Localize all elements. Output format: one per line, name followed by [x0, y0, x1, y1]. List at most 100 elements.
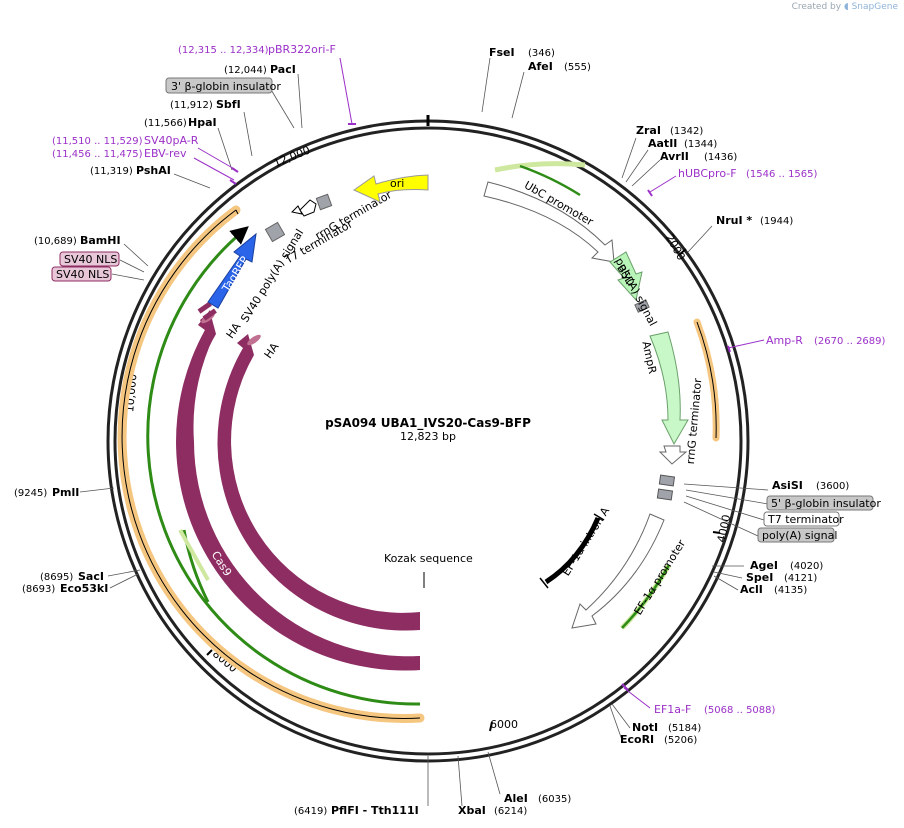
site-pmli[interactable]: PmlI — [52, 486, 79, 499]
sv40-polya-box[interactable] — [264, 221, 286, 243]
primer-hubcpro[interactable]: hUBCpro-F — [678, 167, 737, 180]
leader-lines — [79, 57, 769, 807]
insulator-box-2[interactable] — [656, 488, 674, 501]
insulator-box-1[interactable] — [658, 474, 676, 487]
site-saci-pos: (8695) — [40, 572, 73, 583]
site-acli-pos: (4135) — [774, 585, 807, 596]
site-pmli-pos: (9245) — [14, 488, 47, 499]
site-nrui-pos: (1944) — [760, 216, 793, 227]
site-pshai[interactable]: PshAI — [136, 164, 171, 177]
site-ecori-pos: (5206) — [664, 735, 697, 746]
ubc-promoter-feature[interactable] — [483, 181, 615, 263]
site-fsei[interactable]: FseI — [489, 46, 515, 59]
snapgene-credit: Created by ◖ SnapGene — [792, 2, 898, 12]
ori-feature[interactable] — [353, 174, 429, 203]
site-pflfi[interactable]: PflFI - Tth111I — [331, 804, 419, 817]
site-spei-pos: (4121) — [784, 573, 817, 584]
ha-label-2: HA — [262, 340, 282, 361]
sv40-nls-mark-1[interactable] — [197, 301, 212, 314]
kozak-label: Kozak sequence — [384, 552, 473, 565]
ef1a-intron-feature[interactable] — [544, 517, 601, 585]
primer-ef1a-pos: (5068 .. 5088) — [704, 705, 776, 716]
tick-12000: 12,000 — [272, 143, 313, 169]
primer-ampr[interactable]: Amp-R — [766, 334, 803, 347]
site-bamhi[interactable]: BamHI — [80, 234, 121, 247]
box-3prime-insulator[interactable] — [165, 77, 273, 94]
site-aatii[interactable]: AatII — [648, 137, 677, 150]
site-pshai-pos: (11,319) — [90, 166, 133, 177]
site-hpai-pos: (11,566) — [144, 118, 187, 129]
site-alei[interactable]: AleI — [504, 792, 528, 805]
site-sbfi[interactable]: SbfI — [216, 98, 241, 111]
tagbfp-label: TagBFP — [219, 254, 251, 295]
site-pflfi-pos: (6419) — [294, 806, 327, 817]
site-hpai[interactable]: HpaI — [188, 116, 217, 129]
box-sv40-nls-2[interactable] — [51, 266, 112, 282]
primer-ef1a[interactable]: EF1a-F — [654, 703, 691, 716]
snapgene-logo-icon: ◖ — [843, 2, 849, 12]
sv40-nls-mark-2[interactable] — [202, 308, 217, 321]
site-paci-pos: (12,044) — [224, 65, 267, 76]
orf-arcs — [117, 161, 720, 723]
site-afei[interactable]: AfeI — [528, 60, 553, 73]
site-ecori[interactable]: EcoRI — [620, 733, 654, 746]
primer-sv40pa-pos: (11,510 .. 11,529) — [52, 136, 143, 147]
site-eco53ki-pos: (8693) — [22, 584, 55, 595]
primer-hubcpro-pos: (1546 .. 1565) — [746, 169, 818, 180]
site-xbai[interactable]: XbaI — [458, 804, 486, 817]
site-sbfi-pos: (11,912) — [170, 100, 213, 111]
primer-sv40pa[interactable]: SV40pA-R — [144, 134, 199, 147]
site-acli[interactable]: AclI — [740, 583, 763, 596]
box-polya-signal[interactable] — [757, 527, 835, 543]
site-noti[interactable]: NotI — [632, 721, 658, 734]
site-spei[interactable]: SpeI — [746, 571, 773, 584]
site-afei-pos: (555) — [564, 62, 591, 73]
box-5prime-insulator[interactable] — [766, 495, 874, 511]
site-agei-pos: (4020) — [790, 561, 823, 572]
bsd-polya-label: poly(A) signal — [612, 256, 659, 329]
site-saci[interactable]: SacI — [78, 570, 104, 583]
site-agei[interactable]: AgeI — [750, 559, 778, 572]
box-sv40-nls-1-text: SV40 NLS — [64, 253, 117, 266]
site-alei-pos: (6035) — [538, 794, 571, 805]
tick-4000: 4000 — [715, 513, 734, 543]
primer-ebv-pos: (11,456 .. 11,475) — [52, 149, 143, 160]
rrng-terminator-label-right: rrnG terminator — [684, 377, 704, 464]
primer-pbr322ori-pos: (12,315 .. 12,334) — [178, 45, 269, 56]
bsd-polya-box[interactable] — [634, 299, 650, 313]
ef1a-promoter-feature[interactable] — [571, 513, 665, 629]
site-avrii-pos: (1436) — [704, 152, 737, 163]
rrng-terminator-arrow-right — [658, 445, 688, 465]
box-t7-terminator[interactable] — [763, 511, 840, 527]
site-eco53ki[interactable]: Eco53kI — [60, 582, 108, 595]
ampr-feature[interactable] — [649, 331, 689, 446]
site-nrui[interactable]: NruI * — [716, 214, 752, 227]
plasmid-name: pSA094 UBA1_IVS20-Cas9-BFP — [325, 416, 531, 431]
site-asisi[interactable]: AsiSI — [772, 479, 803, 492]
primer-ebv[interactable]: EBV-rev — [144, 147, 187, 160]
tagbfp-feature[interactable] — [207, 232, 257, 309]
ori-label: ori — [390, 177, 404, 190]
bsd-feature[interactable] — [609, 251, 643, 302]
site-bamhi-pos: (10,689) — [34, 236, 77, 247]
box-3prime-insulator-text: 3' β-globin insulator — [171, 80, 281, 93]
primer-ampr-pos: (2670 .. 2689) — [814, 336, 886, 347]
brand-text: SnapGene — [851, 2, 898, 12]
site-avrii[interactable]: AvrII — [660, 150, 689, 163]
ha-tag-2[interactable] — [246, 333, 263, 347]
box-polya-signal-text: poly(A) signal — [762, 529, 837, 542]
site-paci[interactable]: PacI — [270, 63, 296, 76]
box-5prime-insulator-text: 5' β-globin insulator — [771, 497, 881, 510]
cas9-feature-2[interactable] — [217, 334, 420, 631]
cas9-feature-1[interactable] — [179, 310, 420, 671]
box-sv40-nls-1[interactable] — [59, 251, 120, 267]
primer-marks — [193, 57, 765, 709]
box-t7-terminator-text: T7 terminator — [767, 513, 844, 526]
primer-pbr322ori[interactable]: pBR322ori-F — [268, 43, 336, 56]
rrng-terminator-arrow — [299, 199, 317, 217]
site-zrai[interactable]: ZraI — [636, 124, 661, 137]
site-fsei-pos: (346) — [528, 48, 555, 59]
site-aatii-pos: (1344) — [684, 139, 717, 150]
rrng-box[interactable] — [315, 193, 333, 211]
